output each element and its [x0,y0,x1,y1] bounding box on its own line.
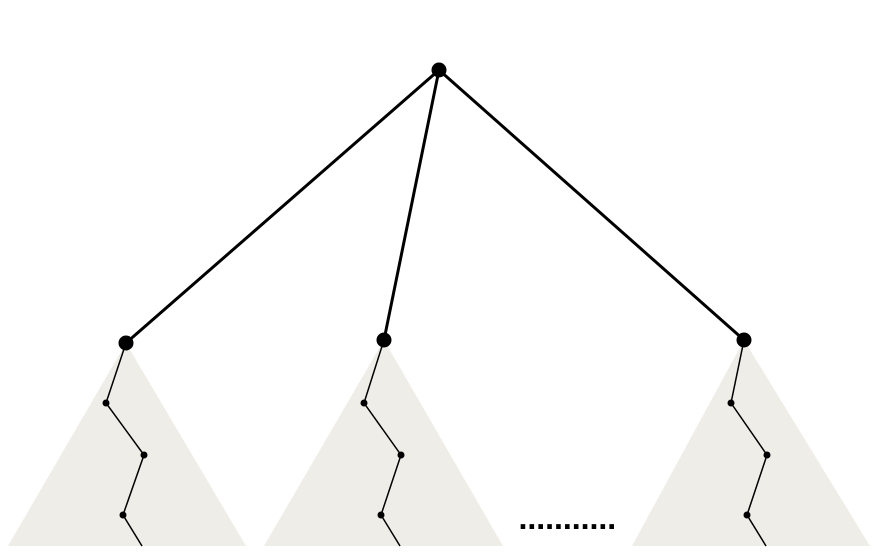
path-node [743,511,751,519]
path-node [763,451,771,459]
subtree-triangle-left [8,343,246,546]
path-node [377,511,385,519]
path-node [119,511,127,519]
path-node [102,399,110,407]
edge-root-middle [382,69,441,341]
edge-root-right [438,68,745,342]
subtree-triangle-middle [264,340,503,546]
subtree-triangle-right [632,340,870,546]
root-node [431,62,447,78]
edge-root-left [125,68,440,345]
child-node-left [118,335,134,351]
ellipsis-dots: ........... [518,506,617,536]
path-node [140,451,148,459]
path-node [397,451,405,459]
child-node-middle [376,332,392,348]
path-node [360,399,368,407]
child-node-right [736,332,752,348]
path-node [727,399,735,407]
